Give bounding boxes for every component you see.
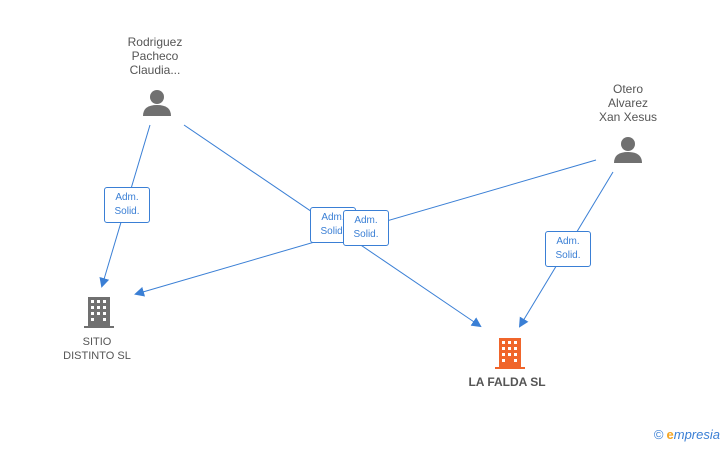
edge-role-label: Adm. Solid. xyxy=(104,187,150,223)
person-name-label[interactable]: Rodriguez Pacheco Claudia... xyxy=(127,35,183,77)
brand-watermark: ©empresia xyxy=(654,427,720,442)
person-icon[interactable] xyxy=(143,90,171,116)
building-icon-highlighted[interactable] xyxy=(495,338,525,369)
person-name-label[interactable]: Otero Alvarez Xan Xesus xyxy=(598,82,658,124)
brand-name: mpresia xyxy=(673,427,720,442)
company-name-label[interactable]: LA FALDA SL xyxy=(468,375,546,389)
copyright-symbol: © xyxy=(653,427,664,442)
company-name-label[interactable]: SITIO DISTINTO SL xyxy=(63,336,131,362)
edge-role-label: Adm. Solid. xyxy=(343,210,389,246)
building-icon[interactable] xyxy=(84,297,114,328)
edge-role-label: Adm. Solid. xyxy=(545,231,591,267)
brand-initial: e xyxy=(666,427,674,442)
person-icon[interactable] xyxy=(614,137,642,163)
